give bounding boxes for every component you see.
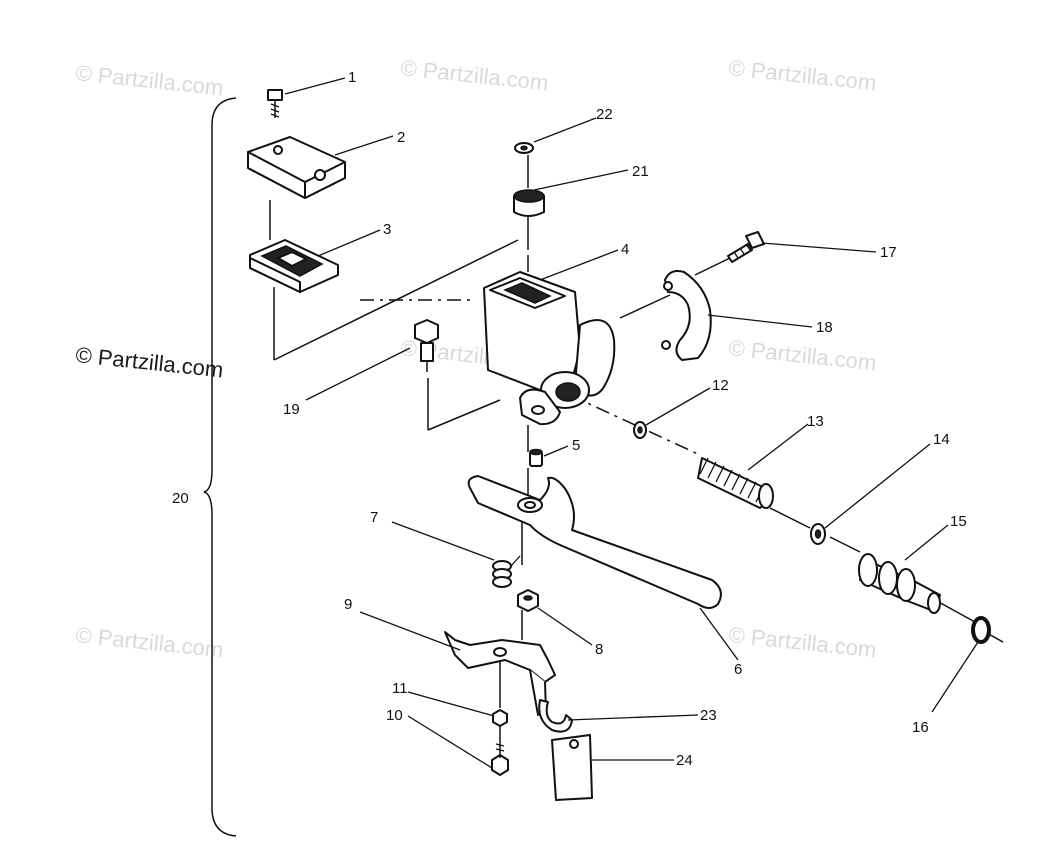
callout-23: 23 bbox=[700, 707, 717, 724]
callout-12: 12 bbox=[712, 377, 729, 394]
callout-10: 10 bbox=[386, 707, 403, 724]
part-6-lever bbox=[467, 475, 722, 609]
callout-3: 3 bbox=[383, 221, 391, 238]
part-21-bushing bbox=[513, 189, 545, 217]
callout-4: 4 bbox=[621, 241, 629, 258]
part-15-piston bbox=[858, 553, 941, 614]
watermark: © Partzilla.com bbox=[727, 335, 877, 375]
watermark: © Partzilla.com bbox=[74, 622, 224, 662]
leader-lines bbox=[284, 77, 979, 769]
callout-19: 19 bbox=[283, 401, 300, 418]
part-24-tag bbox=[551, 734, 593, 801]
callout-11: 11 bbox=[392, 680, 408, 697]
part-18-clamp bbox=[661, 270, 712, 361]
part-22-washer bbox=[514, 142, 534, 154]
part-10-bolt bbox=[491, 742, 509, 776]
callout-14: 14 bbox=[933, 431, 950, 448]
callout-17: 17 bbox=[880, 244, 897, 261]
watermark: © Partzilla.com bbox=[727, 55, 877, 95]
watermark: © Partzilla.com bbox=[399, 55, 549, 95]
watermark: © Partzilla.com bbox=[74, 342, 224, 382]
part-23-tie bbox=[538, 699, 573, 733]
callout-1: 1 bbox=[348, 69, 356, 86]
callout-21: 21 bbox=[632, 163, 649, 180]
callout-22: 22 bbox=[596, 106, 613, 123]
part-14-washer bbox=[810, 523, 826, 545]
callout-18: 18 bbox=[816, 319, 833, 336]
part-11-nut bbox=[492, 709, 508, 727]
part-7-spring bbox=[492, 555, 521, 588]
callout-2: 2 bbox=[397, 129, 405, 146]
callout-labels: 1 2 3 4 5 6 7 8 9 10 11 12 13 14 15 16 1… bbox=[172, 69, 967, 769]
callout-7: 7 bbox=[370, 509, 378, 526]
part-2-reservoir-cover bbox=[247, 136, 346, 199]
callout-24: 24 bbox=[676, 752, 693, 769]
callout-9: 9 bbox=[344, 596, 352, 613]
watermark: © Partzilla.com bbox=[74, 60, 224, 100]
watermark: © Partzilla.com bbox=[727, 622, 877, 662]
assembly-bracket bbox=[203, 97, 237, 837]
part-8-nut bbox=[517, 589, 539, 612]
part-3-diaphragm bbox=[249, 239, 339, 293]
part-12-washer bbox=[633, 421, 647, 439]
part-19-pivot-bolt bbox=[414, 319, 439, 372]
part-4-master-cylinder bbox=[483, 271, 616, 426]
callout-15: 15 bbox=[950, 513, 967, 530]
callout-16: 16 bbox=[912, 719, 929, 736]
callout-20: 20 bbox=[172, 490, 189, 507]
callout-13: 13 bbox=[807, 413, 824, 430]
part-1-screw bbox=[267, 89, 283, 118]
part-17-screw bbox=[727, 231, 765, 263]
part-16-o-ring bbox=[971, 616, 991, 644]
watermark-layer: © Partzilla.com © Partzilla.com © Partzi… bbox=[74, 55, 877, 662]
part-13-spring bbox=[697, 457, 774, 509]
callout-8: 8 bbox=[595, 641, 603, 658]
part-5-pin bbox=[529, 448, 543, 467]
callout-6: 6 bbox=[734, 661, 742, 678]
callout-5: 5 bbox=[572, 437, 580, 454]
